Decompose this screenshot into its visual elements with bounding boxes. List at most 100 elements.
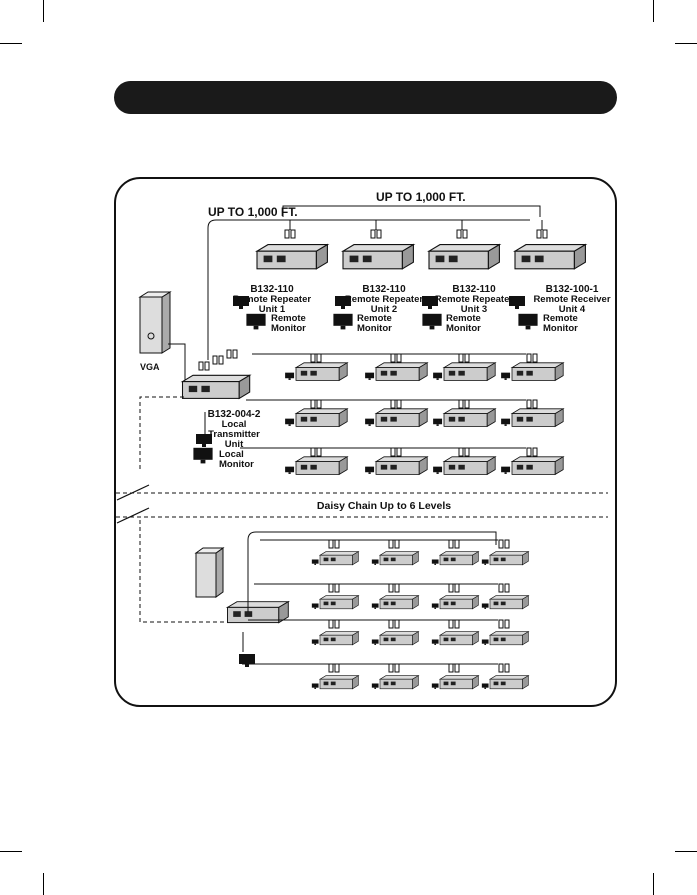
- remote-unit-1-graphic: [256, 244, 328, 270]
- transmitter-line: Transmitter: [208, 429, 260, 440]
- unit-label-3: B132-110 Remote Repeater Unit 3: [435, 284, 513, 315]
- unit-number: Unit 1: [259, 304, 286, 315]
- remote-unit-graphic: [319, 595, 359, 610]
- monitor-icon: [311, 639, 319, 645]
- remote-unit-4-graphic: [514, 244, 586, 270]
- unit-label-2: B132-110 Remote Repeater Unit 2: [345, 284, 423, 315]
- monitor-icon: [431, 559, 439, 565]
- monitor-icon: [371, 639, 379, 645]
- remote-unit-graphic: [511, 362, 564, 381]
- remote-unit-graphic: [439, 595, 479, 610]
- monitor-icon: [481, 683, 489, 689]
- monitor-icon: [501, 466, 511, 474]
- monitor-icon: [371, 559, 379, 565]
- remote-unit-graphic: [443, 362, 496, 381]
- remote-unit-graphic: [443, 456, 496, 475]
- monitor-icon: [311, 683, 319, 689]
- remote-unit-graphic: [489, 631, 529, 646]
- transmitter-line: Unit: [225, 439, 244, 450]
- remote-unit-graphic: [379, 551, 419, 566]
- monitor-icon: [433, 372, 443, 380]
- crop-mark: [43, 873, 44, 895]
- unit-label-4: B132-100-1 Remote Receiver Unit 4: [533, 284, 610, 315]
- monitor-icon: [501, 418, 511, 426]
- monitor-icon: [311, 559, 319, 565]
- monitor-icon: [285, 466, 295, 474]
- remote-unit-graphic: [511, 456, 564, 475]
- monitor-icon: [481, 559, 489, 565]
- source-label: VGA: [140, 362, 160, 372]
- lower-transmitter-graphic: [227, 601, 289, 624]
- monitor-icon: [431, 683, 439, 689]
- unit-number: Unit 4: [559, 304, 586, 315]
- remote-unit-2-graphic: [342, 244, 414, 270]
- remote-unit-graphic: [489, 551, 529, 566]
- unit-number: Unit 3: [461, 304, 487, 315]
- monitor-icon: [285, 418, 295, 426]
- remote-unit-graphic: [379, 675, 419, 690]
- unit-model: B132-110: [362, 284, 406, 295]
- monitor-icon: [371, 683, 379, 689]
- remote-unit-graphic: [443, 408, 496, 427]
- unit-model: B132-110: [250, 284, 294, 295]
- pc-tower-icon: [138, 291, 172, 354]
- monitor-label: Remote: [271, 313, 306, 324]
- distance-label-lower: UP TO 1,000 FT.: [208, 205, 298, 219]
- remote-unit-3-graphic: [428, 244, 500, 270]
- remote-monitor-icon: [246, 313, 266, 330]
- unit-model: B132-110: [452, 284, 496, 295]
- remote-unit-graphic: [295, 456, 348, 475]
- local-monitor-label: Local: [219, 449, 244, 460]
- monitor-icon: [431, 603, 439, 609]
- crop-mark: [43, 0, 44, 22]
- monitor-label: Remote: [446, 313, 481, 324]
- remote-unit-graphic: [319, 675, 359, 690]
- local-transmitter-graphic: [181, 374, 251, 399]
- daisy-chain-label: Daisy Chain Up to 6 Levels: [317, 500, 451, 512]
- unit-role: Remote Receiver: [533, 294, 610, 305]
- remote-unit-graphic: [295, 362, 348, 381]
- monitor-icon: [311, 603, 319, 609]
- local-monitor-label: Monitor: [219, 459, 254, 470]
- unit-model: B132-100-1: [546, 284, 599, 295]
- unit-role: Remote Repeater: [233, 294, 311, 305]
- remote-unit-graphic: [439, 551, 479, 566]
- transmitter-label: B132-004-2 Local Transmitter Unit: [208, 409, 261, 450]
- remote-unit-graphic: [439, 631, 479, 646]
- monitor-label: Monitor: [357, 323, 392, 334]
- unit-role: Remote Repeater: [345, 294, 423, 305]
- monitor-label: Remote: [357, 313, 392, 324]
- monitor-label: Monitor: [543, 323, 578, 334]
- remote-unit-graphic: [489, 595, 529, 610]
- daisy-chain-rows-lower: [242, 539, 529, 690]
- remote-monitor-icon: [518, 313, 538, 330]
- remote-monitor-icon: [333, 313, 353, 330]
- transmitter-model: B132-004-2: [208, 409, 261, 420]
- monitor-icon: [285, 372, 295, 380]
- unit-role: Remote Repeater: [435, 294, 513, 305]
- remote-unit-graphic: [511, 408, 564, 427]
- remote-unit-graphic: [379, 595, 419, 610]
- monitor-icon: [365, 418, 375, 426]
- remote-unit-graphic: [319, 551, 359, 566]
- crop-mark: [653, 873, 654, 895]
- remote-unit-graphic: [375, 408, 428, 427]
- remote-unit-graphic: [379, 631, 419, 646]
- unit-number: Unit 2: [371, 304, 397, 315]
- crop-mark: [0, 43, 22, 44]
- remote-unit-graphic: [375, 362, 428, 381]
- monitor-icon: [371, 603, 379, 609]
- daisy-chain-rows-upper: [240, 353, 564, 475]
- monitor-label: Monitor: [271, 323, 306, 334]
- monitor-icon: [431, 639, 439, 645]
- monitor-icon: [481, 603, 489, 609]
- crop-mark: [653, 0, 654, 22]
- monitor-label: Monitor: [446, 323, 481, 334]
- diagram-frame: [114, 177, 617, 707]
- remote-unit-graphic: [319, 631, 359, 646]
- monitor-icon: [501, 372, 511, 380]
- remote-unit-graphic: [439, 675, 479, 690]
- remote-unit-graphic: [375, 456, 428, 475]
- remote-monitor-icon: [422, 313, 442, 330]
